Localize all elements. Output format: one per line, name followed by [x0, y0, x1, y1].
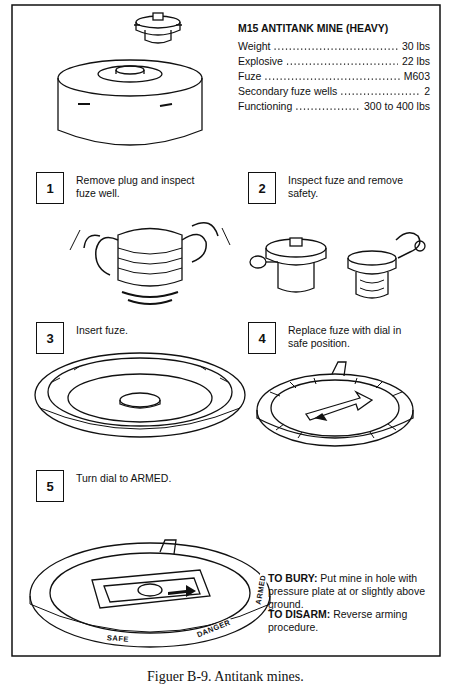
dot-leader	[265, 79, 399, 80]
spec-name: Fuze	[238, 70, 261, 83]
step-number: 2	[258, 181, 265, 196]
step-number: 4	[258, 331, 265, 346]
step-number-box: 3	[36, 322, 64, 354]
dial-marking: SAFE	[106, 634, 130, 643]
dot-leader	[287, 64, 398, 65]
note-heading: TO DISARM:	[268, 608, 330, 620]
step-number-box: 5	[36, 470, 64, 502]
dot-leader	[341, 94, 420, 95]
spec-value: 2	[424, 85, 430, 98]
spec-name: Weight	[238, 40, 271, 53]
step-instruction: Insert fuze.	[76, 324, 206, 337]
armed-dial-drawing	[30, 540, 270, 647]
mine-title: M15 ANTITANK MINE (HEAVY)	[238, 22, 388, 35]
figure-caption: Figuer B-9. Antitank mines.	[147, 668, 304, 686]
spec-value: 300 to 400 lbs	[364, 100, 430, 113]
step-number-box: 4	[248, 322, 276, 354]
safe-dial-drawing	[257, 362, 413, 446]
step-instruction: Remove plug and inspect fuze well.	[76, 174, 206, 200]
spec-value: M603	[404, 70, 430, 83]
spec-name: Secondary fuze wells	[238, 85, 337, 98]
spec-name: Explosive	[238, 55, 283, 68]
fuze-safety-drawing	[250, 233, 425, 298]
step-number-box: 2	[248, 172, 276, 204]
step-number: 1	[46, 181, 53, 196]
figure-frame	[12, 5, 440, 656]
step-instruction: Inspect fuze and remove safety.	[288, 174, 418, 200]
spec-value: 30 lbs	[402, 40, 430, 53]
step-number-box: 1	[36, 172, 64, 204]
step-number: 3	[46, 331, 53, 346]
note-heading: TO BURY:	[268, 572, 317, 584]
spec-value: 22 lbs	[402, 55, 430, 68]
dial-marking: ARMED	[255, 573, 268, 606]
procedure-note: TO DISARM: Reverse arming procedure.	[268, 608, 436, 634]
fuze-drawing	[134, 13, 182, 43]
procedure-note: TO BURY: Put mine in hole with pressure …	[268, 572, 436, 611]
dial-marking: DANGER	[195, 618, 233, 639]
mine-drawing	[58, 60, 202, 145]
plug-removal-drawing	[70, 223, 230, 304]
dot-leader	[296, 109, 360, 110]
spec-name: Functioning	[238, 100, 292, 113]
step-instruction: Replace fuze with dial in safe position.	[288, 324, 418, 350]
dot-leader	[275, 49, 398, 50]
step-number: 5	[46, 479, 53, 494]
fuze-well-drawing	[35, 353, 245, 437]
step-instruction: Turn dial to ARMED.	[76, 472, 216, 485]
